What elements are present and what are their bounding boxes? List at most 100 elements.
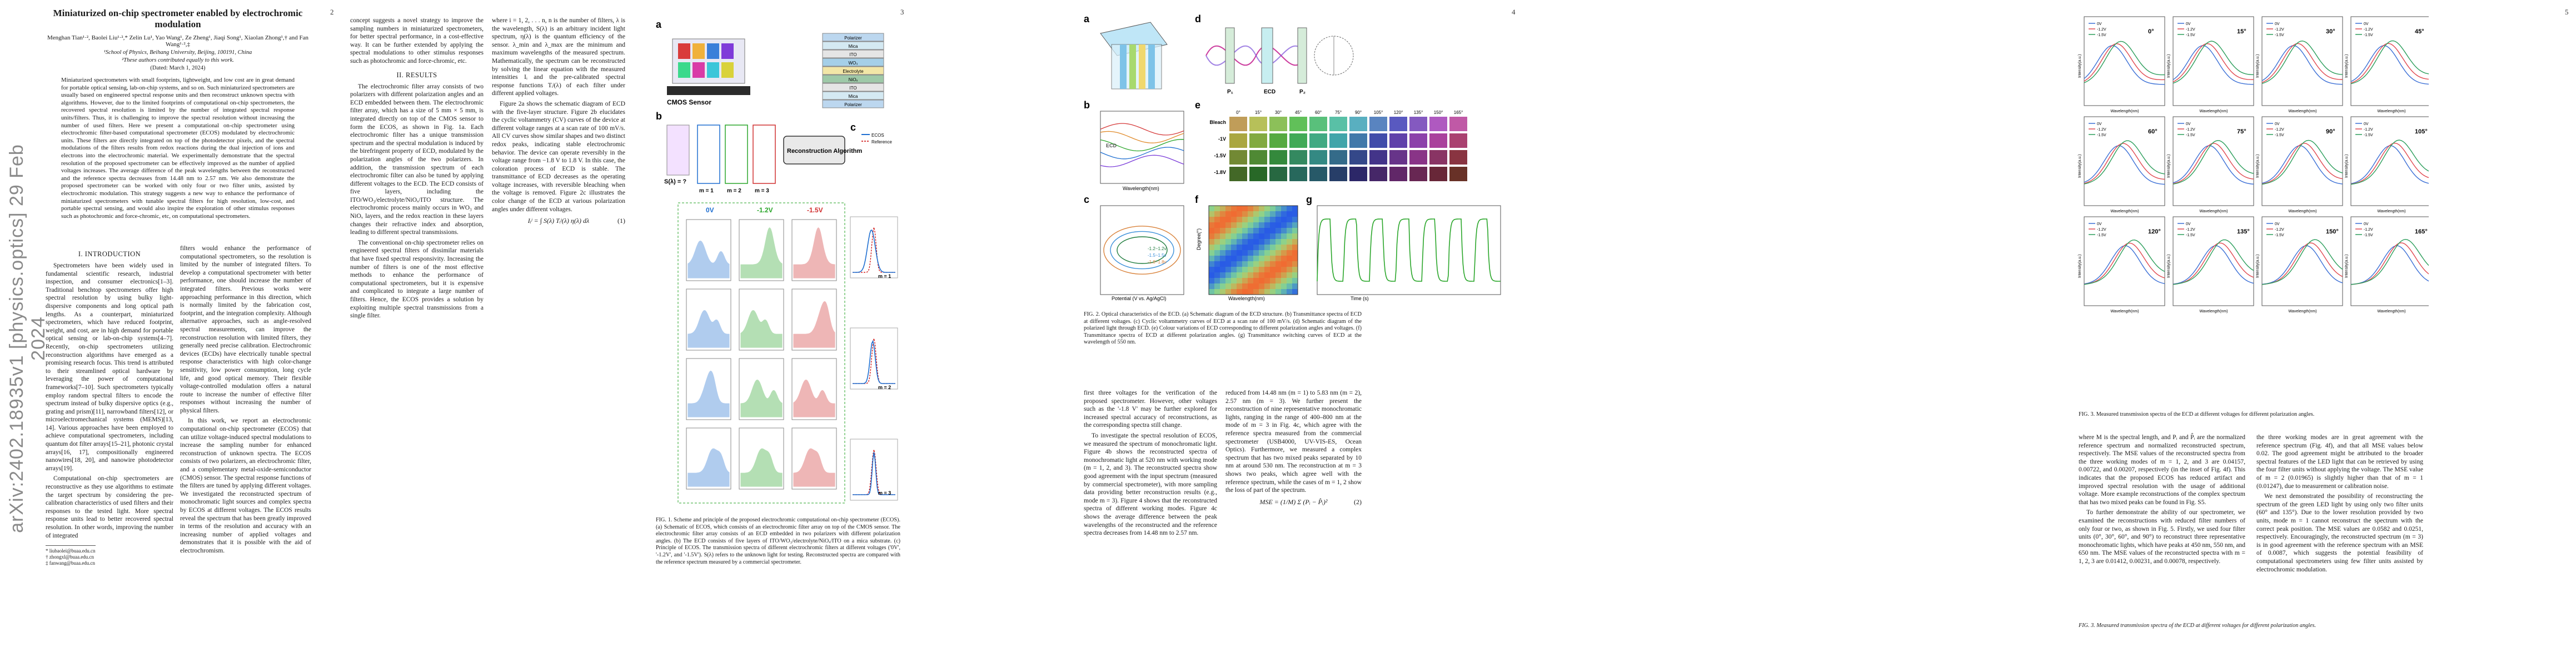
spectrum-subplot: 120°Intensity(a.u.)Wavelength(nm)0V-1.2V… [2078, 216, 2165, 313]
cmos-label: CMOS Sensor [667, 98, 711, 106]
heatmap-cell [1214, 250, 1220, 256]
heatmap-cell [1253, 239, 1259, 245]
section-heading: I. INTRODUCTION [78, 250, 141, 258]
page-number: 4 [1512, 8, 1516, 16]
page-number: 3 [900, 8, 904, 16]
heatmap-cell [1225, 217, 1232, 223]
layer-6 [822, 83, 884, 92]
legend-label: -1.5V [2097, 133, 2106, 137]
heatmap-cell [1220, 289, 1226, 295]
paragraph: Computational on-chip spectrometers are … [46, 475, 173, 539]
layer-label: Mica [849, 44, 858, 49]
angle-label: 105° [2415, 128, 2428, 135]
heatmap-cell [1292, 245, 1298, 251]
angle-label: 135° [1414, 110, 1423, 115]
plot-frame [1208, 205, 1298, 295]
legend-label: 0V [2364, 222, 2369, 226]
heatmap-cell [1214, 289, 1220, 295]
spectrum-subplot: 60°Intensity(a.u.)Wavelength(nm)0V-1.2V-… [2078, 116, 2165, 213]
color-cell [1229, 133, 1247, 148]
y-axis-label: Intensity(a.u.) [2078, 255, 2082, 278]
spectrum-curve [2261, 43, 2343, 83]
heatmap-cell [1292, 222, 1298, 228]
y-axis-label: Intensity(a.u.) [2345, 155, 2349, 178]
heatmap-cell [1237, 289, 1243, 295]
angle-label: 165° [2415, 228, 2428, 235]
paragraph: To investigate the spectral resolution o… [1084, 432, 1217, 537]
heatmap-cell [1237, 261, 1243, 267]
legend-label: -1.2V [2275, 28, 2284, 32]
heatmap-cell [1259, 245, 1265, 251]
heatmap-cell [1275, 261, 1282, 267]
x-axis-label: Wavelength(nm) [2200, 310, 2228, 313]
spectrum-curve [2084, 239, 2165, 285]
heatmap-cell [1275, 250, 1282, 256]
heatmap-cell [1209, 228, 1215, 234]
cv-curve [1110, 231, 1174, 270]
angle-label: 45° [1295, 110, 1302, 115]
heatmap-cell [1253, 233, 1259, 240]
heatmap-cell [1220, 211, 1226, 217]
reconstructed-spectra [850, 216, 898, 501]
spectrum-curve [2350, 40, 2429, 84]
heatmap-cell [1292, 211, 1298, 217]
heatmap-cell [1281, 278, 1287, 284]
angle-label: 45° [2415, 28, 2424, 35]
heatmap-cell [1259, 217, 1265, 223]
recon-panel [850, 327, 898, 390]
heatmap-cell [1264, 245, 1270, 251]
paragraph: In this work, we report an electrochromi… [180, 417, 311, 554]
heatmap-cell [1287, 233, 1293, 240]
spectrum-panel [686, 288, 731, 351]
y-axis-label: Intensity(a.u.) [2167, 155, 2171, 178]
heatmap-cell [1259, 283, 1265, 290]
ecd-schematic [1100, 22, 1168, 89]
heatmap-cell [1270, 250, 1276, 256]
color-cell [1429, 117, 1447, 131]
heatmap-cell [1292, 228, 1298, 234]
heatmap-cell [1264, 289, 1270, 295]
layer-label: Polarizer [844, 36, 862, 41]
legend-label: -1.2V [2364, 228, 2373, 232]
heatmap-cell [1237, 228, 1243, 234]
heatmap-cell [1214, 206, 1220, 212]
color-cell [1449, 167, 1467, 181]
color-cell [1369, 133, 1387, 148]
heatmap-cell [1292, 233, 1298, 240]
legend-label: -1.5V [2097, 33, 2106, 37]
heatmap-cell [1248, 239, 1254, 245]
color-cell [1349, 167, 1367, 181]
heatmap-cell [1292, 267, 1298, 273]
heatmap-cell [1270, 222, 1276, 228]
heatmap-cell [1220, 250, 1226, 256]
paper-authors: Menghan Tian¹·², Baolei Liu¹·²,* Zelin L… [47, 34, 309, 48]
panel-label: a [656, 19, 662, 30]
spectrum-curve [2261, 245, 2343, 285]
heatmap-cell [1253, 283, 1259, 290]
heatmap-cell [1220, 245, 1226, 251]
x-axis-label: Wavelength(nm) [2289, 310, 2317, 313]
heatmap-cell [1231, 283, 1237, 290]
angle-label: 105° [1374, 110, 1383, 115]
color-grid: 0°15°30°45°60°75°90°105°120°135°150°165°… [1209, 110, 1467, 181]
spectrum-panel [739, 288, 784, 351]
section-heading: II. RESULTS [396, 71, 437, 79]
heatmap-cell [1242, 289, 1248, 295]
heatmap-cell [1253, 206, 1259, 212]
mode-label: m = 3 [878, 490, 891, 496]
heatmap-cell [1275, 211, 1282, 217]
paper-date: (Dated: March 1, 2024) [150, 65, 206, 71]
heatmap-cell [1281, 261, 1287, 267]
heatmap-cell [1281, 228, 1287, 234]
paragraph: concept suggests a novel strategy to imp… [350, 17, 484, 64]
heatmap-cell [1248, 278, 1254, 284]
heatmap-cell [1287, 239, 1293, 245]
heatmap-cell [1225, 228, 1232, 234]
heatmap-cell [1281, 289, 1287, 295]
heatmap-cell [1220, 272, 1226, 278]
spectrum-curve [2173, 242, 2254, 285]
ecd-label: ECD [1106, 143, 1117, 148]
heatmap-cell [1220, 256, 1226, 262]
cv-legend: -1.8~1.8v [1148, 260, 1167, 265]
x-axis-label: Wavelength(nm) [1123, 186, 1159, 191]
